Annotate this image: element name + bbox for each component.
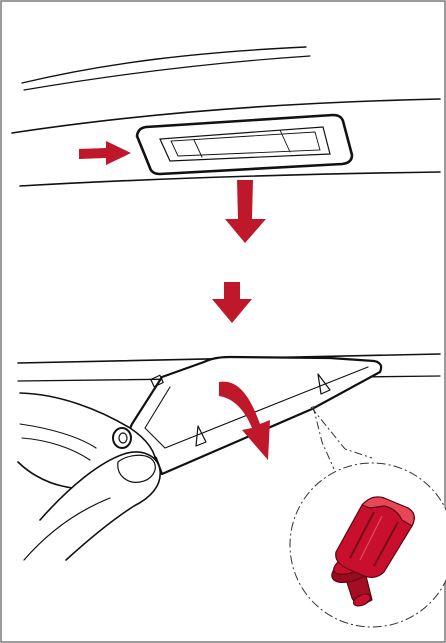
down-arrow-icon	[225, 180, 266, 243]
trim-curve-1	[22, 47, 306, 83]
leader-lines	[311, 406, 372, 469]
down-arrow-icon-2	[212, 282, 252, 323]
lamp-housing	[137, 115, 352, 174]
top-panel	[12, 47, 440, 186]
press-arrow-icon	[79, 141, 131, 165]
trim-curve-4	[20, 172, 440, 186]
